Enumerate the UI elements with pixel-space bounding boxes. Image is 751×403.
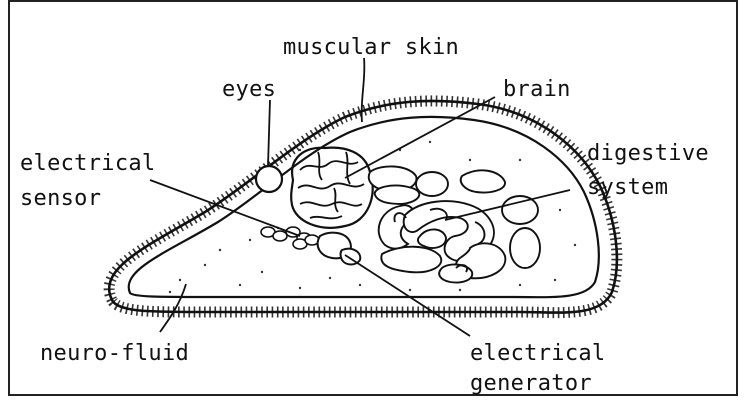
label-electrical-generator-line1: electrical <box>470 342 605 366</box>
leader-eyes <box>268 100 270 166</box>
eye-shape <box>256 166 282 192</box>
label-muscular-skin: muscular skin <box>283 36 459 60</box>
label-neuro-fluid: neuro-fluid <box>40 342 189 366</box>
muscular-skin-wall <box>109 101 617 313</box>
leader-muscular-skin <box>362 58 365 122</box>
label-electrical-sensor-line2: sensor <box>20 187 101 211</box>
label-electrical-sensor-line1: electrical <box>20 152 155 176</box>
label-digestive-system-line2: system <box>587 176 668 200</box>
label-eyes: eyes <box>222 78 276 102</box>
label-brain: brain <box>503 78 571 102</box>
label-electrical-generator-line2: generator <box>470 372 592 396</box>
label-digestive-system-line1: digestive <box>587 142 709 166</box>
